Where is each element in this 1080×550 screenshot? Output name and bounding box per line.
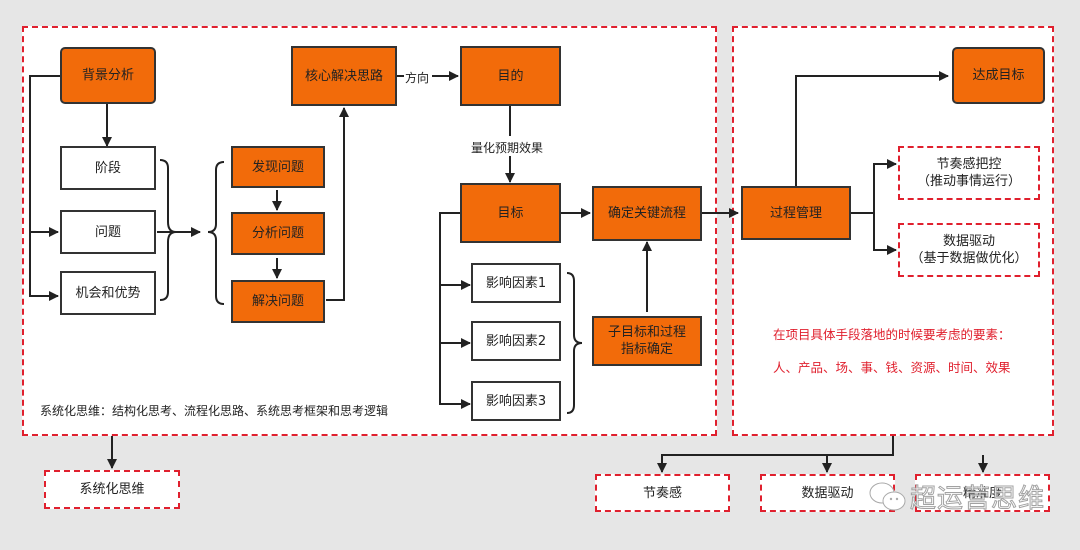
- goal-node: 目标: [460, 183, 561, 243]
- systematic-thinking-node: 系统化思维: [44, 470, 180, 509]
- note-line-1: 在项目具体手段落地的时候要考虑的要素：: [773, 327, 1011, 342]
- direction-label: 方向: [405, 71, 430, 85]
- analyze-problem-node: 分析问题: [231, 212, 325, 255]
- sub-goals-node: 子目标和过程指标确定: [592, 316, 702, 366]
- stage-node: 阶段: [60, 146, 156, 190]
- factor-1-node: 影响因素1: [471, 263, 561, 303]
- third-bottom-node: 精准度: [915, 474, 1050, 512]
- problem-node: 问题: [60, 210, 156, 254]
- core-idea-node: 核心解决思路: [291, 46, 397, 106]
- opportunity-node: 机会和优势: [60, 271, 156, 315]
- rhythm-control-node: 节奏感把控（推动事情运行）: [898, 146, 1040, 200]
- achieve-goal-node: 达成目标: [952, 47, 1045, 104]
- process-management-node: 过程管理: [741, 186, 851, 240]
- system-note: 系统化思维：结构化思考、流程化思路、系统思考框架和思考逻辑: [40, 404, 389, 418]
- key-process-node: 确定关键流程: [592, 186, 702, 241]
- solve-problem-node: 解决问题: [231, 280, 325, 323]
- wechat-icon: [868, 480, 908, 516]
- factor-3-node: 影响因素3: [471, 381, 561, 421]
- watermark: 超运营思维: [909, 484, 1046, 515]
- purpose-node: 目的: [460, 46, 561, 106]
- find-problem-node: 发现问题: [231, 146, 325, 188]
- rhythm-node: 节奏感: [595, 474, 730, 512]
- factor-2-node: 影响因素2: [471, 321, 561, 361]
- note-line-2: 人、产品、场、事、钱、资源、时间、效果: [773, 360, 1011, 375]
- data-driven-node: 数据驱动（基于数据做优化）: [898, 223, 1040, 277]
- background-analysis-node: 背景分析: [60, 47, 156, 104]
- quantify-label: 量化预期效果: [471, 141, 544, 155]
